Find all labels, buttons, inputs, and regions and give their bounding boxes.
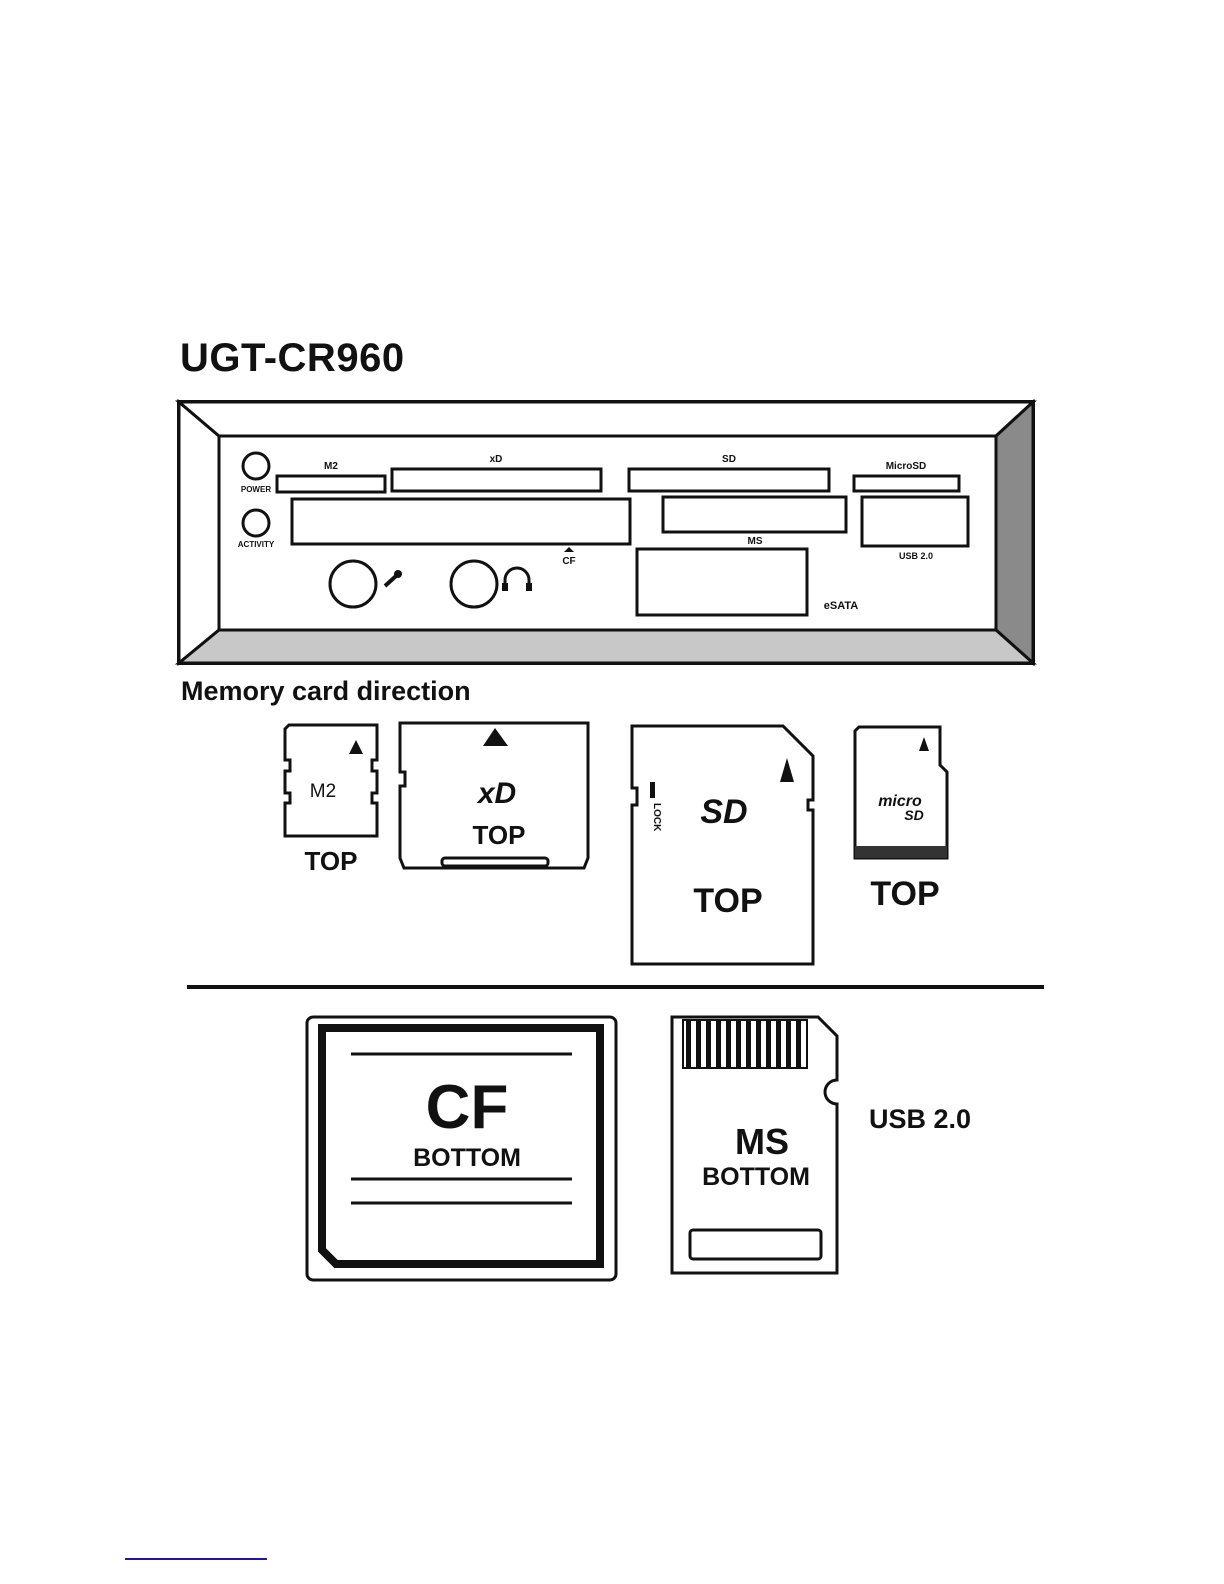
slot-ms-label: MS [748,536,763,547]
slot-xd-label: xD [490,454,503,465]
slot-microsd-label: MicroSD [886,461,927,472]
bezel-right-face [996,402,1033,663]
slot-ms [663,497,846,532]
card-m2-side-label: TOP [305,846,358,876]
card-ms-side-label: BOTTOM [702,1163,810,1191]
card-microsd: micro SD [855,727,947,858]
card-sd-lock-label: LOCK [651,803,662,832]
card-cf: CF BOTTOM [307,1017,616,1280]
slot-cf-label: CF [562,556,575,567]
card-microsd-logo-bottom: SD [904,807,923,823]
bezel-top-face [179,402,1033,436]
activity-led-icon [243,510,269,536]
card-ms: MS BOTTOM [672,1017,837,1273]
card-sd-side-label: TOP [693,882,762,920]
front-panel-diagram: POWER ACTIVITY M2 xD SD MicroSD CF MS US… [0,0,1224,700]
slot-sd [629,469,829,491]
bezel-left-face [179,402,219,663]
card-m2-face-label: M2 [310,781,336,802]
slot-cf [292,499,630,544]
card-ms-face-label: MS [735,1121,789,1162]
card-microsd-side-label: TOP [870,875,939,913]
port-usb [862,497,968,546]
card-cf-face-label: CF [426,1073,509,1142]
port-esata [637,549,807,615]
card-xd-logo: xD [476,777,516,810]
slot-xd [392,469,601,491]
interface-label: USB 2.0 [869,1104,971,1135]
mic-jack [330,561,376,607]
card-m2: M2 [285,725,377,836]
power-led-icon [243,453,269,479]
card-sd-logo: SD [700,793,747,831]
footer-rule [125,1558,267,1560]
card-cf-side-label: BOTTOM [413,1144,521,1172]
card-xd-side-label: TOP [473,820,526,850]
headphone-jack [451,561,497,607]
slot-m2-label: M2 [324,461,338,472]
activity-led-label: ACTIVITY [238,540,275,549]
card-sd: LOCK SD TOP [632,726,813,964]
slot-m2 [277,476,385,492]
bezel-bottom-face [179,630,1033,663]
card-direction-diagram: M2 TOP xD TOP LOCK SD TOP micro SD TOP C… [0,700,1224,1300]
port-usb-label: USB 2.0 [899,551,933,561]
slot-microsd [854,476,959,491]
port-esata-label: eSATA [824,600,858,612]
card-xd: xD TOP [400,723,588,868]
slot-sd-label: SD [722,454,736,465]
power-led-label: POWER [241,485,271,494]
